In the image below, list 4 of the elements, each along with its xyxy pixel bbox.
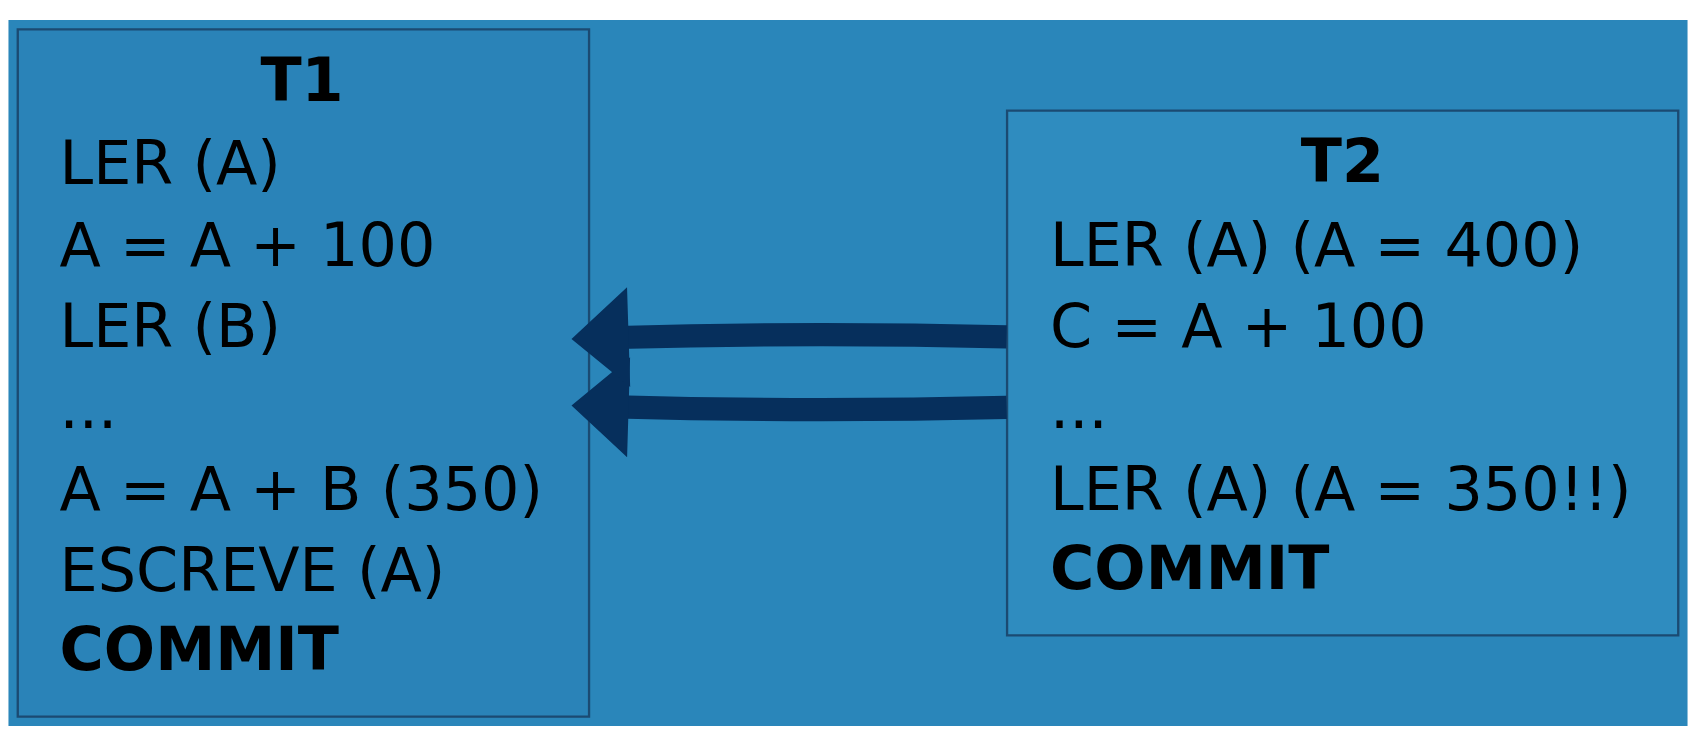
- node-box: T1 LER (A) A = A + 100 LER (B) ... A = A + B (350) ESCREVE (A) COMMIT: [16, 28, 591, 718]
- arrow: [571, 357, 1007, 458]
- node-box: T2 LER (A) (A = 400) C = A + 100 ... LER (A) (A = 350!!) COMMIT: [1005, 109, 1680, 637]
- arrow: [571, 287, 1007, 388]
